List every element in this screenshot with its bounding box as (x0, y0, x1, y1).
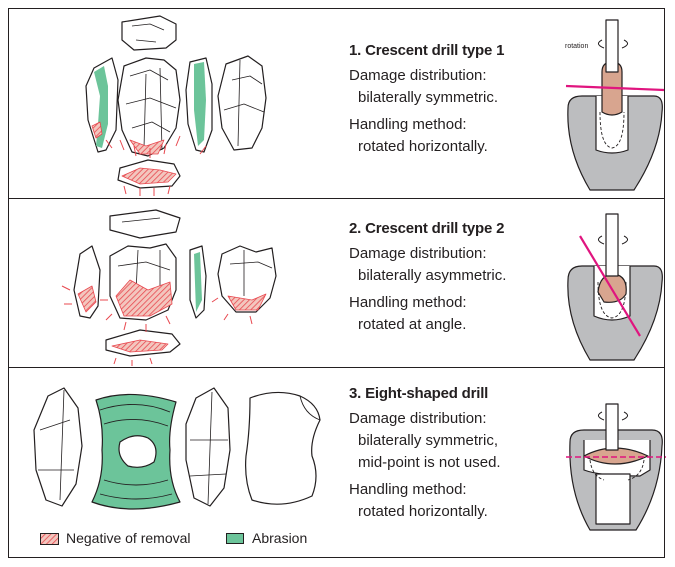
drill1-front-view (118, 58, 180, 156)
panel-1-text: 1. Crescent drill type 1 Damage distribu… (349, 42, 549, 158)
drill1-left-view (86, 58, 118, 152)
drill1-back-view (218, 56, 266, 150)
panel-3-handling-label: Handling method: (349, 479, 549, 501)
panel-1-damage-label: Damage distribution: (349, 65, 549, 87)
panel-2-text: 2. Crescent drill type 2 Damage distribu… (349, 220, 549, 336)
drill1-top-view (122, 16, 176, 50)
drill2-bottom-view (106, 330, 180, 356)
panel-3-text: 3. Eight-shaped drill Damage distributio… (349, 385, 549, 523)
drill2-right-view (190, 246, 206, 318)
drill2-top-view (110, 210, 180, 238)
panel-2-damage-value: bilaterally asymmetric. (349, 265, 549, 287)
panel-3-damage-label: Damage distribution: (349, 408, 549, 430)
drill3-left-view (34, 388, 82, 506)
drill1-bottom-view (118, 160, 180, 188)
drill2-left-view (74, 246, 100, 318)
legend-label-abrasion: Abrasion (252, 529, 307, 547)
legend-swatch-abrasion (226, 533, 244, 544)
panel-3-damage-value-1: bilaterally symmetric, (349, 430, 549, 452)
drill3-side-view (186, 388, 230, 506)
legend-swatch-removal (40, 533, 60, 545)
panel-2-title: 2. Crescent drill type 2 (349, 220, 549, 238)
drill2-back-view (218, 246, 276, 312)
rotation-label: rotation (565, 43, 588, 51)
holder-3 (570, 404, 662, 530)
panel-1-handling-value: rotated horizontally. (349, 136, 549, 158)
panel-1-damage-value: bilaterally symmetric. (349, 87, 549, 109)
drill3-front-view (92, 394, 180, 509)
panel-2-handling-label: Handling method: (349, 292, 549, 314)
panel-3-title: 3. Eight-shaped drill (349, 385, 549, 403)
panel-2-damage-label: Damage distribution: (349, 243, 549, 265)
panel-1-handling-label: Handling method: (349, 114, 549, 136)
drill1-right-view (186, 58, 212, 152)
legend-label-removal: Negative of removal (66, 529, 191, 547)
panel-2-handling-value: rotated at angle. (349, 314, 549, 336)
panel-3-damage-value-2: mid-point is not used. (349, 452, 549, 474)
panel-1-title: 1. Crescent drill type 1 (349, 42, 549, 60)
drill3-back-view (246, 392, 320, 504)
panel-3-handling-value: rotated horizontally. (349, 501, 549, 523)
drill2-front-view (110, 244, 176, 320)
holder-2 (568, 214, 662, 360)
